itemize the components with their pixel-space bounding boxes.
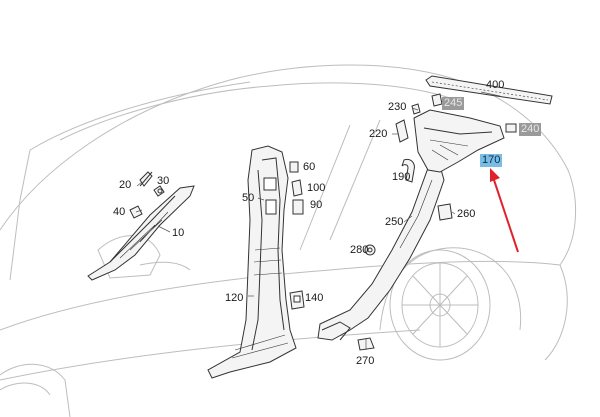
part-label-245: 245: [442, 97, 465, 110]
clip-part-245: [431, 93, 443, 107]
part-label-250: 250: [385, 216, 404, 228]
hook-part-190: [401, 159, 415, 183]
red-pointer-arrow: [490, 168, 519, 253]
part-label-230: 230: [388, 101, 407, 113]
part-label-140: 140: [305, 292, 324, 304]
clip-parts-60-100-90-140: [289, 161, 305, 310]
part-label-280: 280: [350, 244, 369, 256]
part-label-100: 100: [307, 182, 326, 194]
part-label-40: 40: [113, 206, 126, 218]
part-label-30: 30: [157, 175, 170, 187]
part-label-90: 90: [310, 199, 323, 211]
b-pillar-trim-part: [207, 145, 297, 379]
part-label-190: 190: [392, 171, 411, 183]
car-body-outline: [0, 64, 576, 381]
rear-wheel: [379, 247, 522, 361]
part-label-240: 240: [519, 123, 542, 136]
part-label-60: 60: [303, 161, 316, 173]
part-label-260: 260: [457, 208, 476, 220]
part-label-10: 10: [172, 227, 185, 239]
rear-shelf-trim-part: [395, 103, 517, 173]
c-pillar-trim-part: [317, 165, 445, 341]
part-label-50: 50: [242, 192, 255, 204]
part-label-270: 270: [356, 355, 375, 367]
upper-trim-strip-400: [425, 75, 553, 105]
part-label-20: 20: [119, 179, 132, 191]
part-label-400: 400: [486, 79, 505, 91]
leader-lines: [135, 91, 501, 350]
part-label-120: 120: [225, 292, 244, 304]
part-label-170: 170: [480, 154, 503, 167]
part-label-220: 220: [369, 128, 388, 140]
front-wheel: [0, 363, 71, 417]
a-pillar-trim-part: [87, 185, 195, 281]
